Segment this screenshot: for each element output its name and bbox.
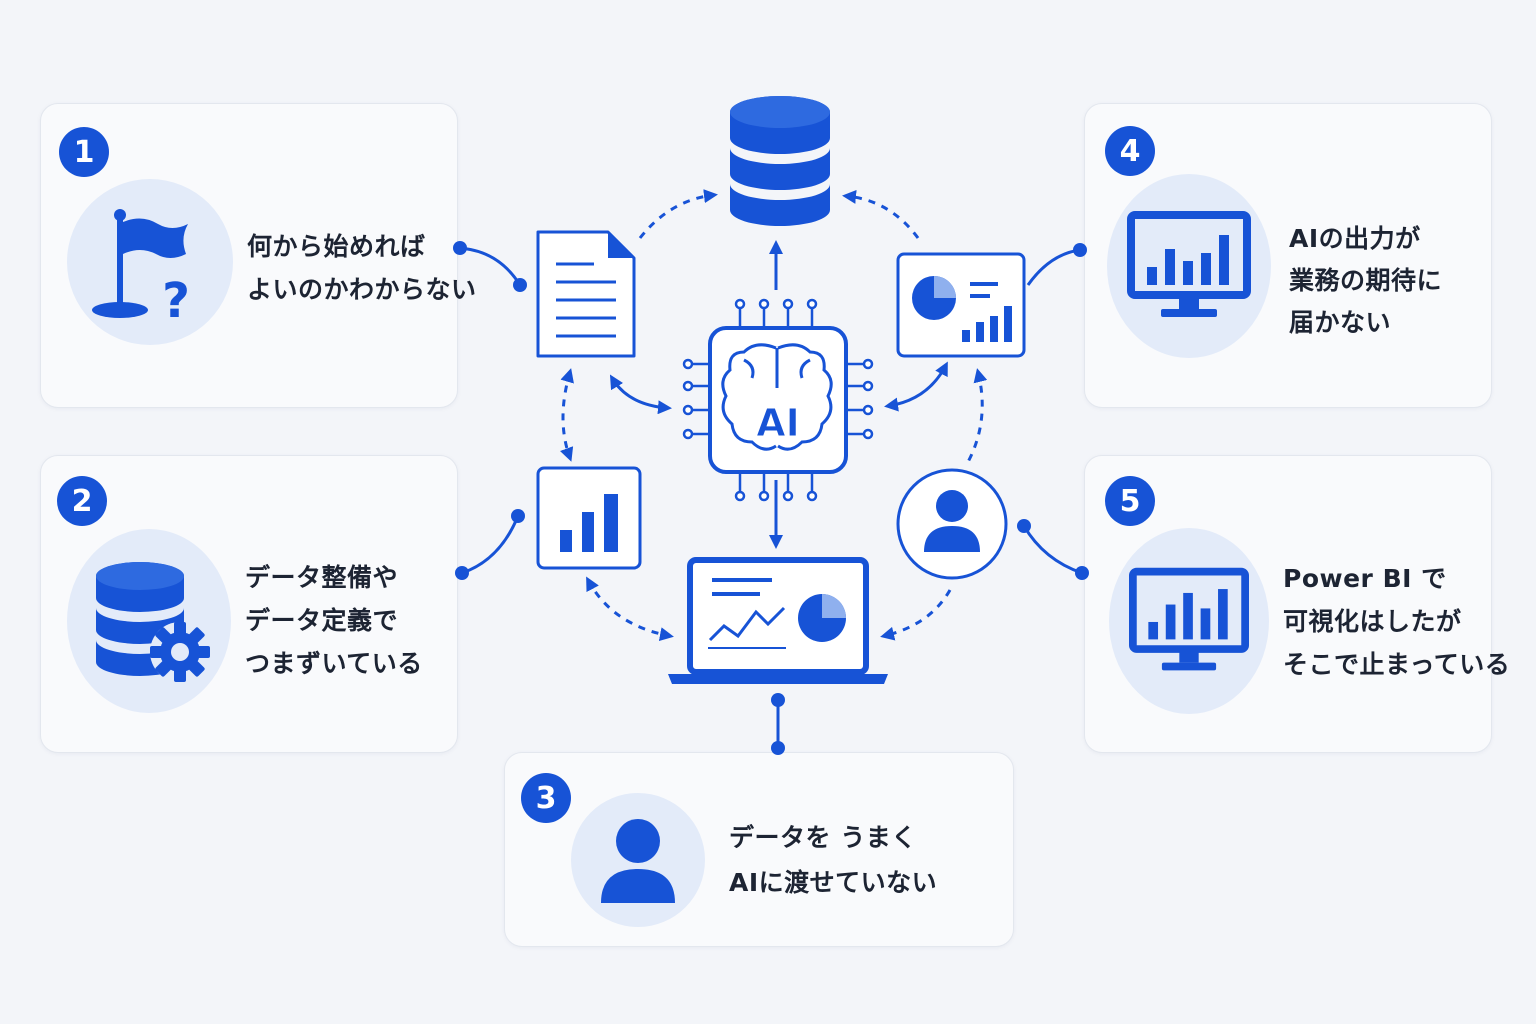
number-badge-3: 3 xyxy=(521,773,571,823)
card-2-line-2: データ定義で xyxy=(245,606,399,635)
arrow-ai-report xyxy=(884,361,948,412)
number-badge-4: 4 xyxy=(1105,126,1155,176)
card-2-line-3: つまずいている xyxy=(245,649,423,678)
arrow-report-user xyxy=(966,368,988,463)
icon-halo-2 xyxy=(67,529,231,713)
arrow-doc-to-db xyxy=(638,189,718,239)
problem-card-1: 1 ? 何から始めれば よいのかわからない xyxy=(40,103,476,408)
database-gear-icon xyxy=(96,562,210,682)
card-5-text: Power BI で 可視化はしたが そこで止まっている xyxy=(1283,557,1510,686)
card-5-line-3: そこで止まっている xyxy=(1283,650,1511,679)
card-4-text: AIの出力が 業務の期待に 届かない xyxy=(1289,218,1442,344)
solid-arrows xyxy=(609,240,948,549)
ai-chip-label: AI xyxy=(756,401,800,445)
card-4-line-1: AIの出力が xyxy=(1289,224,1421,253)
arrow-report-to-db xyxy=(842,189,920,239)
problem-card-5: 5 Power BI で 可視化はしたが そこで止まっている xyxy=(1084,455,1510,753)
card-3-line-1: データを うまく xyxy=(729,823,917,852)
card-1-line-1: 何から始めれば xyxy=(247,232,426,261)
card-4-line-2: 業務の期待に xyxy=(1289,266,1443,295)
card-2-text: データ整備や データ定義で つまずいている xyxy=(245,556,423,685)
icon-halo-4 xyxy=(1107,174,1271,358)
connector-card-2 xyxy=(461,515,520,575)
number-badge-1: 1 xyxy=(59,127,109,177)
card-4-line-3: 届かない xyxy=(1289,308,1392,337)
card-5-line-1: Power BI で xyxy=(1283,564,1447,593)
arrow-chart-laptop xyxy=(586,576,674,642)
problem-card-4: 4 AIの出力が 業務の期待に 届かない xyxy=(1084,103,1492,408)
arrow-user-laptop xyxy=(880,589,952,641)
monitor-chart-icon xyxy=(1129,567,1249,671)
ai-chip-icon: AI xyxy=(682,298,874,502)
icon-halo-5 xyxy=(1109,528,1269,714)
number-badge-5: 5 xyxy=(1105,476,1155,526)
icon-halo-3 xyxy=(571,793,705,927)
connector-card-5 xyxy=(1022,525,1083,575)
svg-text:?: ? xyxy=(162,273,190,322)
icon-halo-1: ? xyxy=(67,179,233,345)
card-3-line-2: AIに渡せていない xyxy=(729,868,938,897)
person-icon xyxy=(601,819,675,903)
database-icon xyxy=(730,96,830,226)
card-3-text: データを うまく AIに渡せていない xyxy=(729,815,937,905)
user-icon xyxy=(896,468,1008,580)
connector-card-4 xyxy=(1026,248,1081,286)
dashed-flow-arrows xyxy=(559,189,988,642)
card-connectors xyxy=(457,246,1083,748)
problem-card-3: 3 データを うまく AIに渡せていない xyxy=(504,752,1014,947)
laptop-dashboard-icon xyxy=(668,557,888,684)
problem-card-2: 2 xyxy=(40,455,458,753)
number-badge-2: 2 xyxy=(57,476,107,526)
card-5-line-2: 可視化はしたが xyxy=(1283,607,1462,636)
flag-question-icon: ? xyxy=(92,209,190,322)
monitor-chart-icon xyxy=(1127,211,1251,317)
arrow-doc-ai xyxy=(609,374,672,415)
report-icon xyxy=(896,252,1026,358)
document-icon xyxy=(536,230,636,358)
card-2-line-1: データ整備や xyxy=(245,563,399,592)
card-1-text: 何から始めれば よいのかわからない xyxy=(247,225,477,311)
bar-chart-icon xyxy=(536,466,642,570)
arrow-doc-chart xyxy=(559,368,574,462)
connector-dots xyxy=(453,241,1089,755)
card-1-line-2: よいのかわからない xyxy=(247,275,477,304)
